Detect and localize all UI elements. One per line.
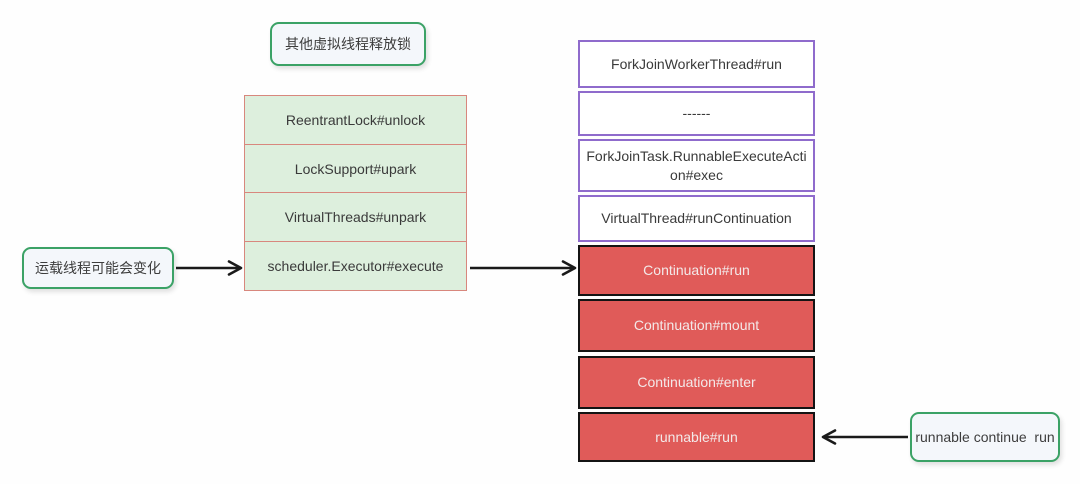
- arrow-continue-to-runnable-run: [821, 429, 908, 445]
- frame-label: Continuation#mount: [633, 317, 760, 334]
- stack-frame-forkjointask-exec: ForkJoinTask.RunnableExecuteAction#exec: [578, 139, 815, 192]
- stack-frame-continuation-run: Continuation#run: [578, 245, 815, 296]
- stack-frame-continuation-mount: Continuation#mount: [578, 299, 815, 352]
- frame-label: ------: [682, 105, 711, 122]
- stack-frame-virtualthreads-unpark: VirtualThreads#unpark: [244, 192, 467, 242]
- note-other-threads-release-lock: 其他虚拟线程释放锁: [270, 22, 426, 66]
- stack-frame-ellipsis: ------: [578, 91, 815, 136]
- frame-label: VirtualThread#runContinuation: [601, 210, 792, 227]
- stack-frame-scheduler-executor-execute: scheduler.Executor#execute: [244, 240, 467, 291]
- frame-label: ForkJoinWorkerThread#run: [611, 55, 782, 72]
- arrow-execute-to-continuation-run: [470, 260, 577, 276]
- frame-label: LockSupport#upark: [294, 160, 417, 177]
- frame-label: Continuation#enter: [637, 374, 756, 391]
- frame-label: VirtualThreads#unpark: [284, 209, 427, 225]
- note-label: 其他虚拟线程释放锁: [285, 36, 411, 52]
- note-runnable-continue-run: runnable continue run: [910, 412, 1060, 462]
- unlock-stack: ReentrantLock#unlock LockSupport#upark V…: [244, 95, 467, 291]
- stack-frame-reentrantlock-unlock: ReentrantLock#unlock: [244, 95, 467, 145]
- stack-frame-virtualthread-runcontinuation: VirtualThread#runContinuation: [578, 195, 815, 242]
- note-label: 运载线程可能会变化: [35, 260, 161, 276]
- frame-label: ReentrantLock#unlock: [285, 112, 426, 128]
- stack-frame-locksupport-upark: LockSupport#upark: [244, 143, 467, 194]
- frame-label: Continuation#run: [643, 262, 750, 279]
- stack-frame-continuation-enter: Continuation#enter: [578, 356, 815, 409]
- arrow-carrier-to-execute: [176, 260, 243, 276]
- frame-label: runnable#run: [655, 428, 738, 445]
- stack-frame-forkjoinworkerthread-run: ForkJoinWorkerThread#run: [578, 40, 815, 88]
- frame-label: scheduler.Executor#execute: [267, 257, 444, 274]
- note-carrier-thread-may-change: 运载线程可能会变化: [22, 247, 174, 289]
- stack-frame-runnable-run: runnable#run: [578, 412, 815, 462]
- note-label: runnable continue run: [915, 429, 1055, 445]
- frame-label: ForkJoinTask.RunnableExecuteAction#exec: [586, 147, 807, 183]
